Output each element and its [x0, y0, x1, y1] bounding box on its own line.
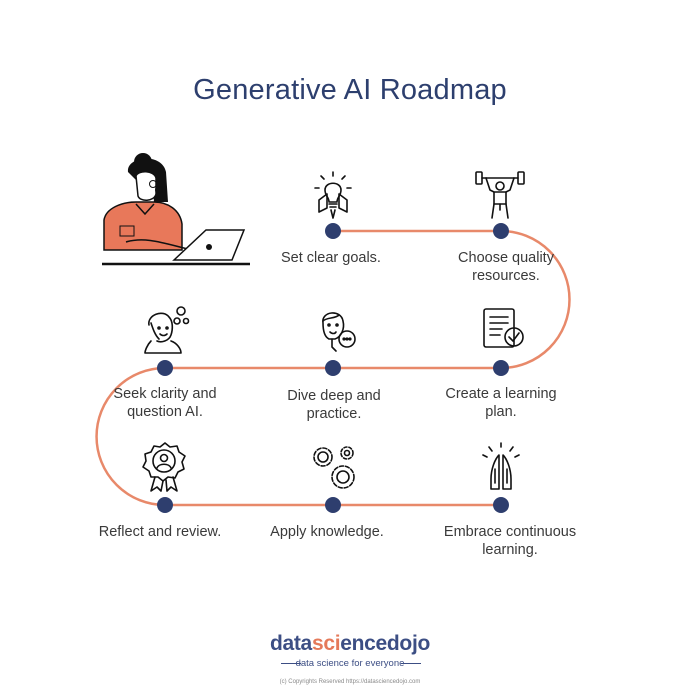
- roadmap-node: [157, 360, 173, 376]
- brand-logo: datasciencedojo: [0, 632, 700, 656]
- brand-logo-part: data: [269, 632, 312, 655]
- step-label-embrace: Embrace continuous learning.: [443, 524, 577, 558]
- step-label-learning-plan: Create a learning plan.: [445, 386, 557, 420]
- step-label-set-goals: Set clear goals.: [281, 250, 381, 266]
- roadmap-node: [493, 360, 509, 376]
- step-label-seek-clarity: Seek clarity and question AI.: [113, 386, 217, 420]
- brand-tagline: data science for everyone: [295, 658, 405, 669]
- roadmap-node: [325, 223, 341, 239]
- weightlifter-icon: [472, 166, 528, 222]
- praying-hands-icon: [473, 439, 529, 495]
- brand-logo-part: ence: [340, 632, 387, 655]
- lightbulb-rocket-icon: [305, 166, 361, 222]
- thinking-person-icon: [305, 301, 361, 357]
- roadmap-node: [493, 223, 509, 239]
- roadmap-node: [157, 497, 173, 513]
- award-badge-icon: [137, 439, 193, 495]
- woman-laptop-illustration: [96, 150, 256, 270]
- step-label-reflect: Reflect and review.: [98, 524, 222, 540]
- tagline-rule-left: [281, 663, 301, 664]
- gears-icon: [305, 439, 361, 495]
- brand-logo-part: dojo: [386, 632, 431, 655]
- step-label-dive-deep: Dive deep and practice.: [287, 388, 381, 422]
- step-label-apply: Apply knowledge.: [270, 524, 384, 540]
- brand-logo-accent: sci: [311, 632, 341, 655]
- roadmap-node: [325, 497, 341, 513]
- page-title: Generative AI Roadmap: [193, 74, 507, 106]
- tagline-rule-right: [401, 663, 421, 664]
- head-gears-icon: [137, 301, 193, 357]
- roadmap-node: [325, 360, 341, 376]
- copyright-notice: (c) Copyrights Reserved https://datascie…: [279, 679, 421, 685]
- roadmap-node: [493, 497, 509, 513]
- checklist-icon: [474, 301, 530, 357]
- step-label-choose-resources: Choose quality resources.: [458, 250, 554, 284]
